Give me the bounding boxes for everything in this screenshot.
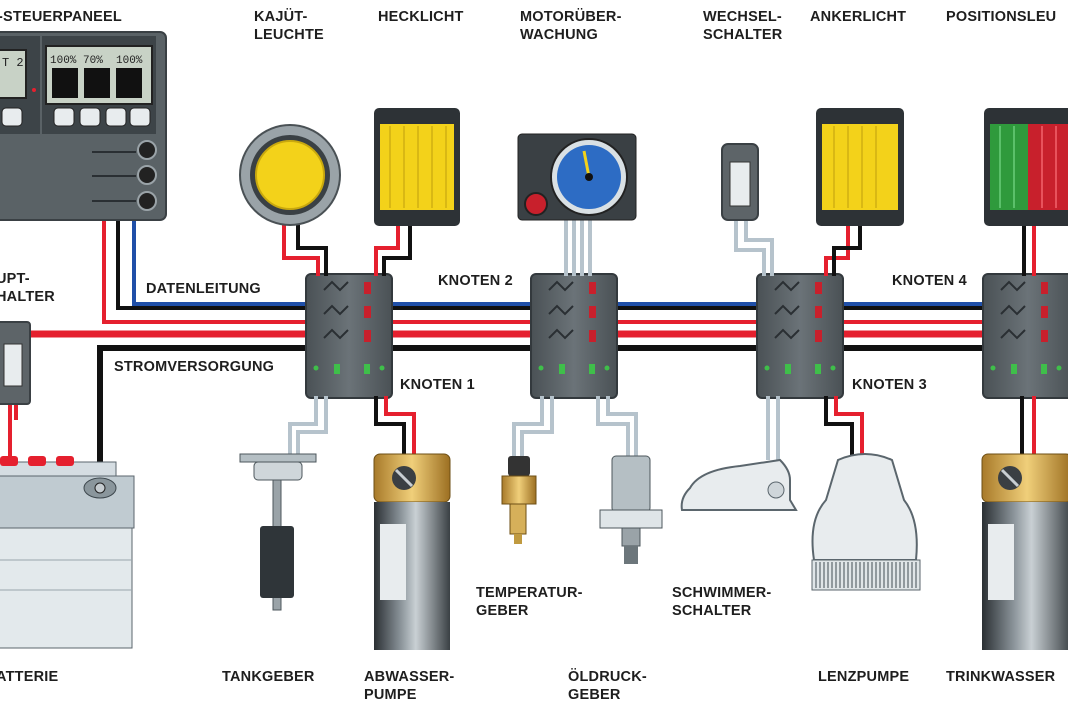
position-lights [984,108,1068,276]
label-node-3: KNOTEN 3 [852,377,927,393]
label-power-supply: STROMVERSORGUNG [114,359,275,375]
label-node-2: KNOTEN 2 [438,273,513,289]
engine-monitor [517,133,637,276]
tank-sender [239,396,328,611]
anchor-light [816,108,904,276]
label-bilge-pump: LENZPUMPE [818,669,910,685]
data-line-wire [102,220,1068,324]
label-main-switch: UPT-HALTER [0,271,55,305]
battery [0,420,135,649]
label-tank-sender: TANKGEBER [222,669,315,685]
label-engine-monitor: MOTORÜBER-WACHUNG [520,9,622,43]
label-anchor-light: ANKERLICHT [810,9,907,25]
main-switch [0,321,31,420]
bilge-pump [811,396,921,591]
node-4 [982,273,1068,399]
label-stern-light: HECKLICHT [378,9,464,25]
label-toggle-switch: WECHSEL-SCHALTER [703,9,783,43]
node-2 [530,273,618,399]
control-panel: T 2 100% 70% 100% [0,31,167,221]
node-1 [305,273,393,399]
waste-pump [373,396,451,650]
label-temperature-sender: TEMPERATUR-GEBER [476,585,583,619]
node-3 [756,273,844,399]
cabin-light [239,124,341,276]
label-position-lights: POSITIONSLEU [946,9,1057,25]
oil-pressure-sender [596,396,663,564]
float-switch [680,396,798,511]
nodes [305,273,1068,399]
label-control-panel: -STEUERPANEEL [0,9,122,25]
label-oil-pressure-sender: ÖLDRUCK-GEBER [568,669,647,703]
toggle-switch [721,143,774,276]
tank-readout-2: 70% [83,55,103,67]
label-cabin-light: KAJÜT-LEUCHTE [254,9,324,43]
tank-readout-3: 100% [116,55,143,67]
temperature-sender [501,396,554,544]
label-fresh-water: TRINKWASSER [946,669,1056,685]
panel-left-readout: T 2 [2,56,24,70]
label-node-1: KNOTEN 1 [400,377,475,393]
label-waste-pump: ABWASSER-PUMPE [364,669,455,703]
stern-light [374,108,460,276]
label-node-4: KNOTEN 4 [892,273,967,289]
label-float-switch: SCHWIMMER-SCHALTER [672,585,772,619]
label-data-line: DATENLEITUNG [146,281,261,297]
label-battery: ATTERIE [0,669,59,685]
fresh-water-pump [981,396,1068,650]
tank-readout-1: 100% [50,55,77,67]
